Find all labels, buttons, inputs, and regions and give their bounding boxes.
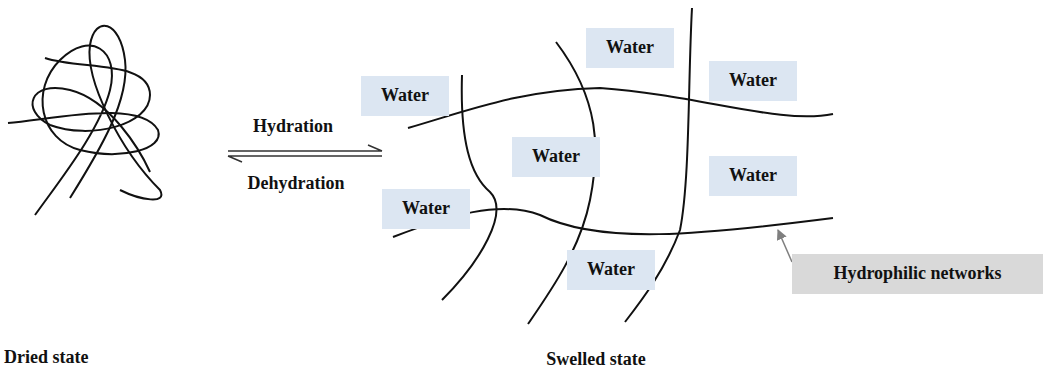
water-box: Water [709, 61, 797, 101]
box-text: Water [729, 165, 777, 187]
swelled-network [393, 8, 833, 324]
polymer-chain [8, 46, 159, 215]
water-box: Water [361, 76, 449, 116]
water-box: Water [512, 137, 600, 177]
equilibrium-arrows [228, 145, 382, 162]
box-text: Water [587, 259, 635, 281]
polymer-chain [33, 58, 150, 172]
box-text: Water [381, 85, 429, 107]
process-label: Hydration [253, 116, 333, 138]
polymer-chain [70, 26, 161, 200]
water-box: Water [382, 189, 470, 229]
box-text: Water [729, 70, 777, 92]
state-label: Dried state [4, 347, 88, 369]
water-box: Water [586, 28, 674, 68]
reverse-harpoon [228, 156, 382, 162]
water-box: Water [567, 250, 655, 290]
dried-tangle [8, 26, 161, 215]
water-box: Water [709, 156, 797, 196]
box-text: Hydrophilic networks [833, 263, 1001, 285]
callout-box: Hydrophilic networks [792, 254, 1043, 294]
state-label: Swelled state [546, 349, 645, 371]
forward-harpoon [228, 145, 382, 151]
box-text: Water [606, 37, 654, 59]
leader-arrow [778, 230, 792, 262]
process-label: Dehydration [247, 173, 344, 195]
box-text: Water [532, 146, 580, 168]
box-text: Water [402, 198, 450, 220]
